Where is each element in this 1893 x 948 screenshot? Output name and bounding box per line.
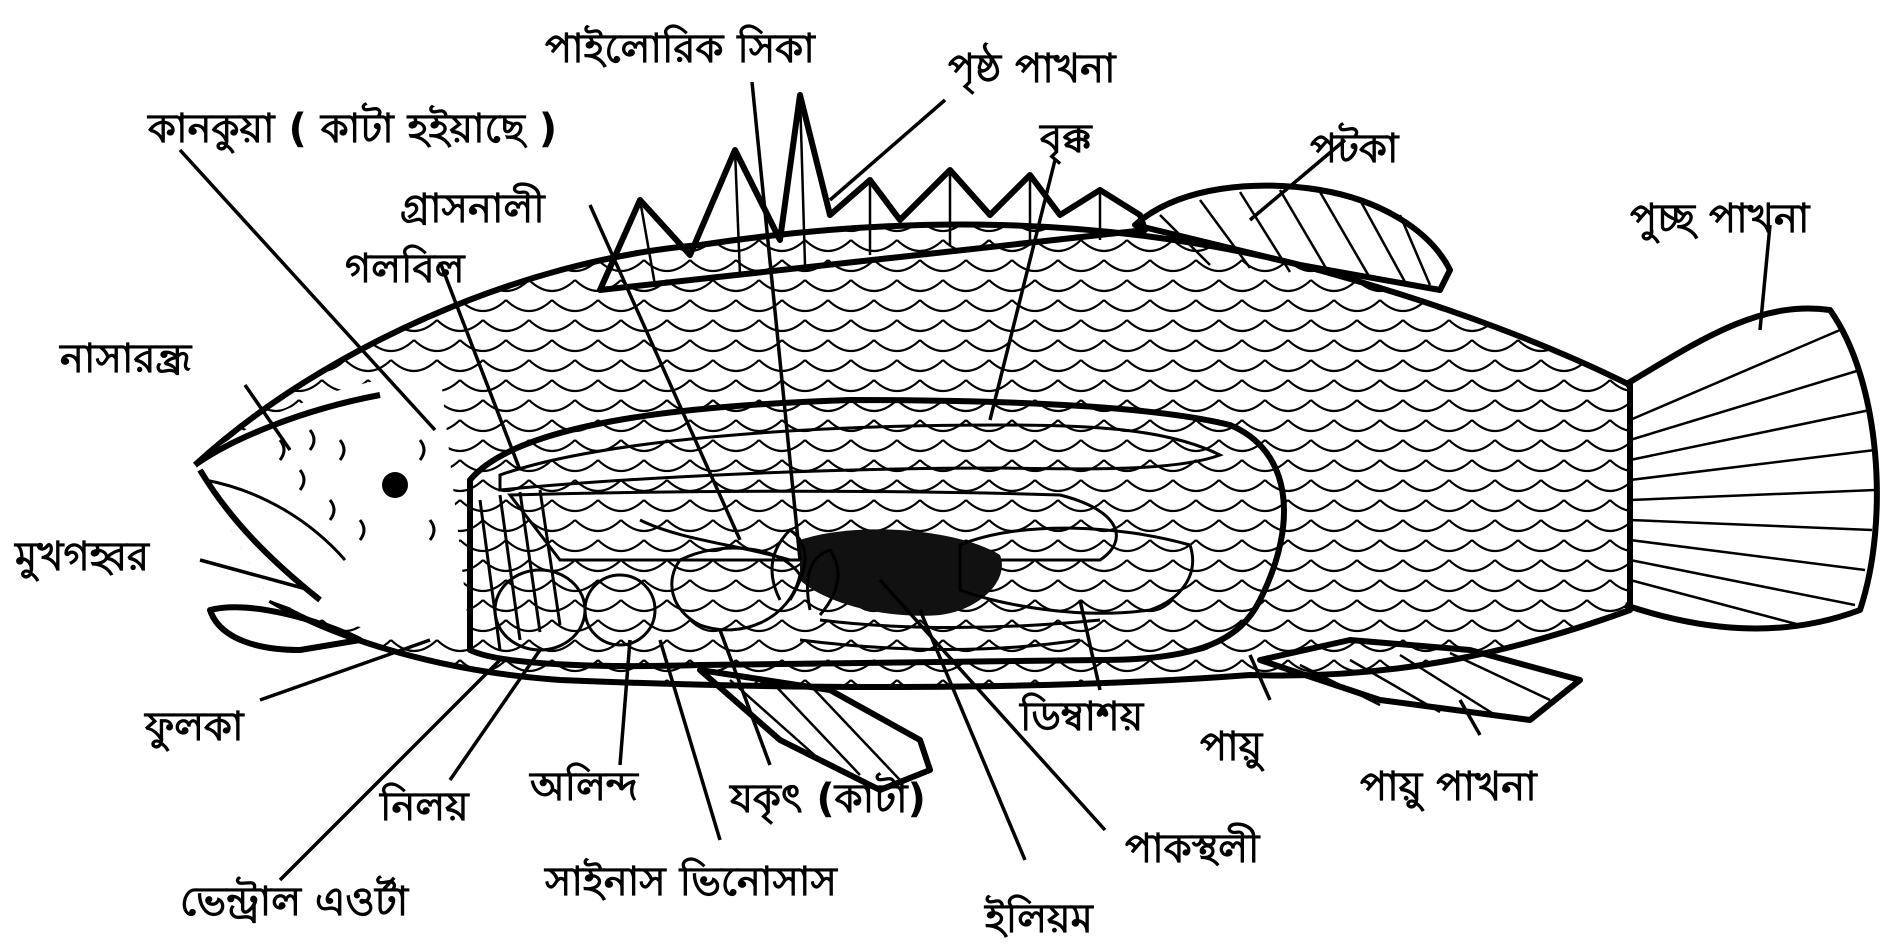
label-sinus-venosus: সাইনাস ভিনোসাস xyxy=(543,857,838,905)
label-pharynx: গলবিল xyxy=(345,244,466,292)
label-pyloric-caeca: পাইলোরিক সিকা xyxy=(545,24,816,72)
label-nostril: নাসারন্ধ্র xyxy=(58,336,193,382)
tail-fin xyxy=(1625,308,1877,628)
label-anal-fin: পায়ু পাখনা xyxy=(1360,764,1538,811)
label-mouth-cavity: মুখগহ্বর xyxy=(13,534,151,581)
label-kidney: বৃক্ক xyxy=(1038,116,1093,165)
label-ventricle: নিলয় xyxy=(378,782,470,830)
label-ileum: ইলিয়ম xyxy=(983,894,1095,942)
label-tail-fin: পুচ্ছ পাখনা xyxy=(1630,196,1811,244)
label-gill-cut: কানকুয়া ( কাটা হইয়াছে ) xyxy=(146,102,557,154)
label-ventral-aorta: ভেন্ট্রাল এওর্টা xyxy=(180,875,410,925)
label-gills: ফুলকা xyxy=(143,704,245,752)
fish-head xyxy=(195,370,470,650)
label-liver-cut: যকৃৎ (কাটা) xyxy=(728,772,926,825)
eye xyxy=(382,472,408,498)
label-ovary: ডিম্বাশয় xyxy=(1018,692,1145,740)
label-oesophagus: গ্রাসনালী xyxy=(400,182,546,232)
label-air-bladder: পটকা xyxy=(1310,122,1400,172)
label-anus: পায়ু xyxy=(1200,724,1265,771)
label-dorsal-fin: পৃষ্ঠ পাখনা xyxy=(948,42,1117,95)
label-auricle: অলিন্দ xyxy=(528,762,640,810)
label-stomach: পাকস্থলী xyxy=(1125,822,1261,872)
